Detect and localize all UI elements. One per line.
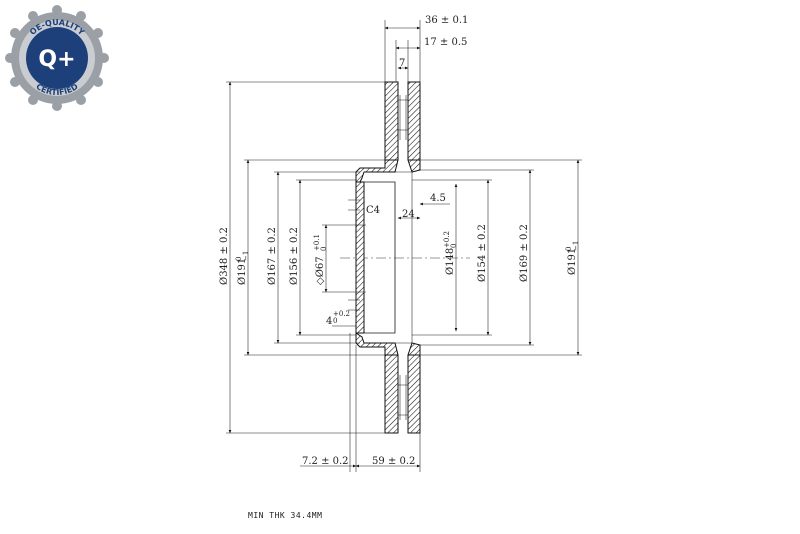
svg-text:Ø191: Ø191 [237, 258, 248, 285]
dimension-labels: 36 ± 0.1 17 ± 0.5 7 Ø348 ± 0.2 Ø191 0 −1… [219, 15, 580, 520]
dim-hat-diameter: Ø167 ± 0.2 [267, 227, 278, 285]
svg-text:◇Ø67: ◇Ø67 [315, 256, 326, 285]
dim-lip-width: 4.5 [430, 193, 446, 204]
dim-ring-diameter-left: Ø191 0 −1 [235, 251, 250, 285]
svg-text:0: 0 [565, 247, 573, 251]
badge-center-text: Q+ [38, 47, 75, 72]
svg-text:+0.2: +0.2 [443, 231, 451, 248]
quality-badge: OE-QUALITY CERTIFIED Q+ [5, 5, 109, 111]
svg-text:0: 0 [333, 317, 337, 325]
svg-text:0: 0 [450, 244, 458, 248]
dim-outer-diameter: Ø348 ± 0.2 [219, 227, 230, 285]
dim-rim-diameter: Ø169 ± 0.2 [519, 224, 530, 282]
dim-step-height: 4 +0.2 0 [326, 310, 350, 327]
svg-text:+0.1: +0.1 [313, 234, 321, 251]
dim-vent-width: 7 [399, 58, 405, 69]
svg-text:+0.2: +0.2 [333, 310, 350, 318]
dim-width-total: 36 ± 0.1 [425, 15, 468, 26]
disc-section [340, 81, 470, 434]
lower-friction-ring [384, 354, 399, 434]
svg-text:0: 0 [235, 257, 243, 261]
dim-pcd-diameter: Ø156 ± 0.2 [289, 227, 300, 285]
badge-disc [26, 27, 88, 89]
dim-chamfer: C4 [366, 205, 380, 216]
svg-text:0: 0 [320, 247, 328, 251]
dim-hat-inner-diameter: Ø154 ± 0.2 [477, 224, 488, 282]
min-thickness-note: MIN THK 34.4MM [248, 511, 322, 520]
svg-text:Ø148: Ø148 [445, 248, 456, 275]
dim-inner-depth: 24 [402, 209, 415, 220]
svg-text:4: 4 [326, 316, 332, 327]
hat-upper [355, 159, 399, 183]
dim-bore-diameter: ◇Ø67 +0.1 0 [313, 234, 328, 285]
dim-offset-left: 7.2 ± 0.2 [302, 456, 349, 467]
svg-text:−1: −1 [242, 251, 250, 261]
dim-width-inner: 17 ± 0.5 [424, 37, 467, 48]
dimension-lines [226, 20, 582, 472]
svg-text:Ø191: Ø191 [567, 248, 578, 275]
svg-text:−1: −1 [572, 241, 580, 251]
upper-friction-ring [384, 81, 399, 161]
bore-outline [364, 181, 396, 334]
dim-hub-diameter: Ø148 +0.2 0 [443, 231, 458, 275]
hat-lower [355, 332, 399, 356]
dim-ring-diameter-right: Ø191 0 −1 [565, 241, 580, 275]
dim-offset-right: 59 ± 0.2 [372, 456, 415, 467]
hub-wall [355, 181, 365, 334]
